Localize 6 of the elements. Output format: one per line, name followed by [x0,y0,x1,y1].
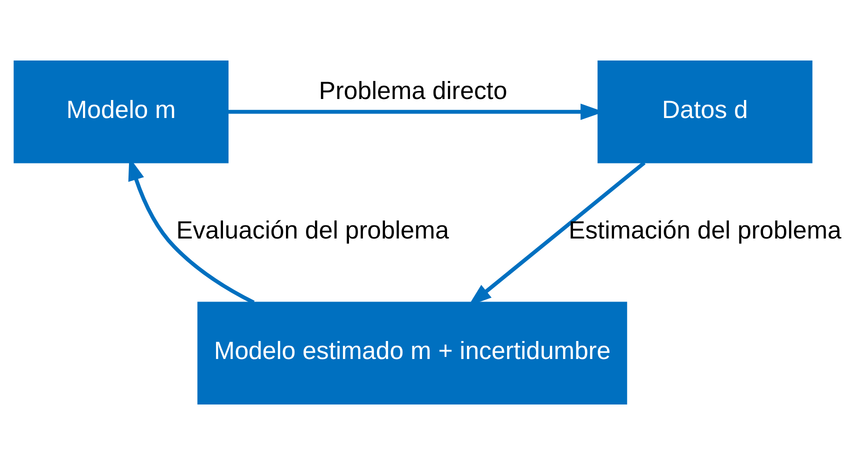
node-box: Modelo m [14,60,229,164]
node-box: Datos d [598,60,812,164]
node-box: Modelo estimado m + incertidumbre [197,302,628,405]
edge-label: Problema directo [318,77,508,106]
edge-label: Evaluación del problema [176,216,449,244]
edge-label: Estimación del problema [568,216,842,244]
